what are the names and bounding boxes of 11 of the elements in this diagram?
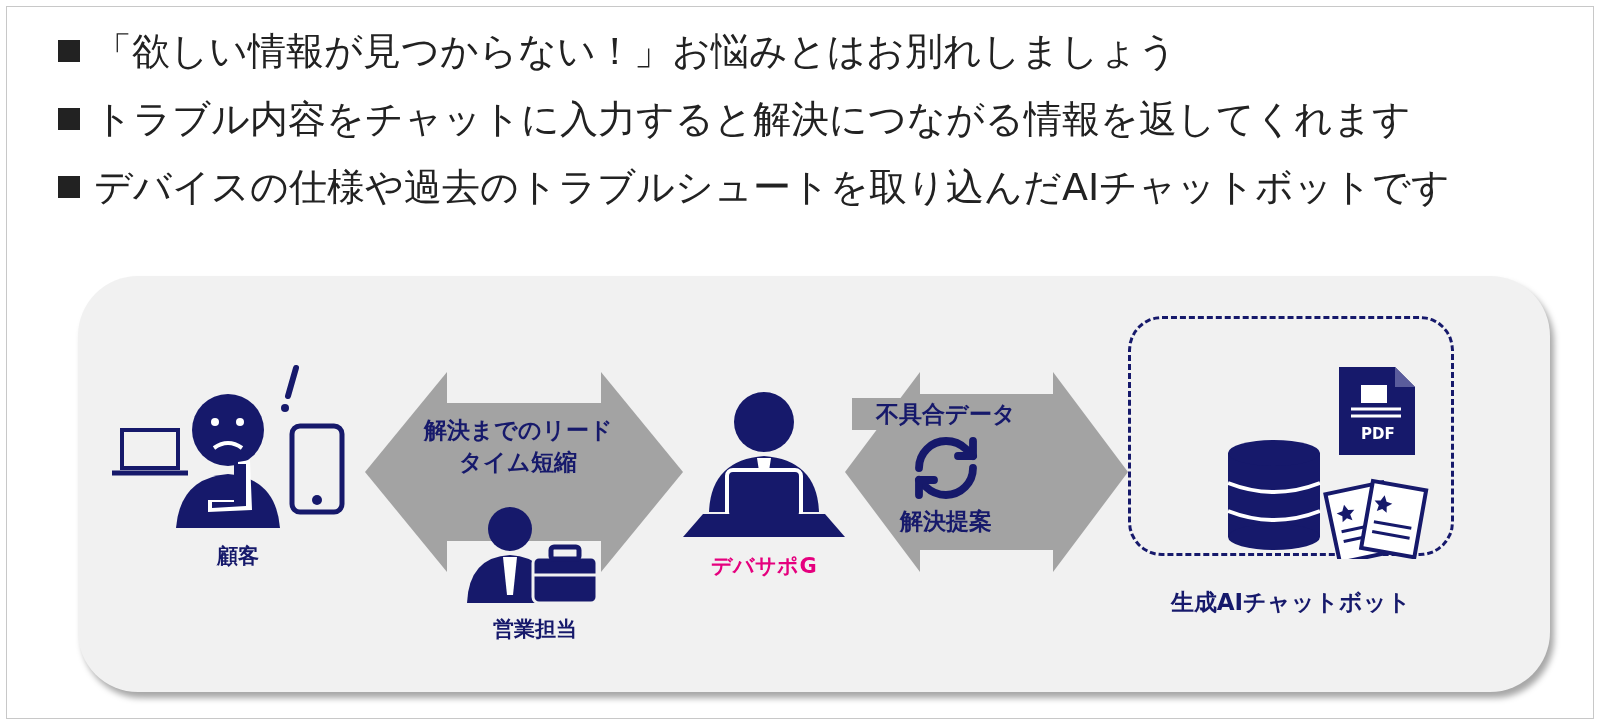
bullet-text: デバイスの仕様や過去のトラブルシュートを取り込んだAIチャットボットです: [94, 164, 1451, 210]
node-label: 生成AIチャットボット: [1169, 588, 1413, 617]
double-arrow: [845, 372, 1128, 572]
double-arrow: [365, 372, 683, 572]
bullet-text: 「欲しい情報が見つからない！」お悩みとはお別れしましょう: [94, 28, 1177, 74]
node-label: 営業担当: [492, 616, 578, 643]
node-label: 顧客: [215, 543, 260, 570]
bullet-text: トラブル内容をチャットに入力すると解決につながる情報を返してくれます: [94, 96, 1411, 142]
file-type-text: PDF: [1361, 425, 1395, 443]
node-label: デバサポG: [710, 553, 818, 580]
arrow-text: 解決提案: [900, 507, 992, 536]
